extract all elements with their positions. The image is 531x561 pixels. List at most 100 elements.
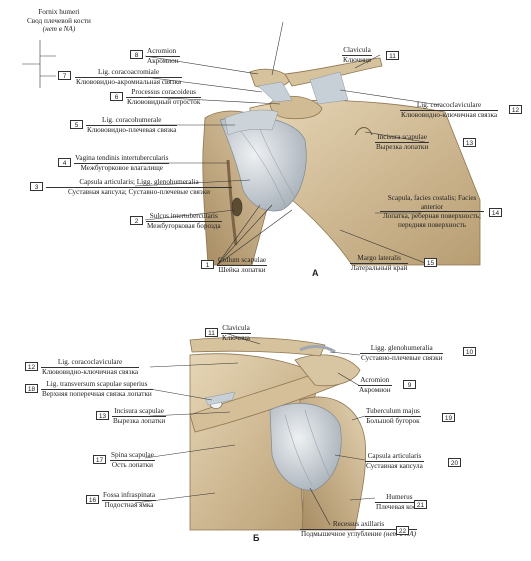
latin-term: Humerus xyxy=(375,493,424,503)
label-acromion-b: Acromion Акромион xyxy=(358,376,392,394)
label-number: 13 xyxy=(463,138,476,147)
coracoacromial-ligament xyxy=(257,81,293,103)
label-number: 15 xyxy=(424,258,437,267)
latin-term: Lig. coracoacromiale xyxy=(75,68,183,78)
label-transverse-ligament: Lig. transversum scapulae superius Верхн… xyxy=(41,380,153,398)
russian-term: Вырезка лопатки xyxy=(376,142,429,151)
latin-term: Sulcus intertubercularis xyxy=(146,212,222,222)
russian-term: Межбугорковая борозда xyxy=(147,221,221,230)
latin-term: Capsula articularis; Ligg. glenohumerali… xyxy=(46,178,232,188)
fornix-latin: Fornix humeri xyxy=(38,8,80,16)
label-coracoacromial-ligament: Lig. coracoacromiale Клювовидно-акромиал… xyxy=(75,68,183,86)
label-clavicle-b: Clavicula Ключица xyxy=(221,324,251,342)
figure-b-art xyxy=(189,337,366,531)
russian-term: Суставная капсула; Суставно-плечевые свя… xyxy=(67,187,211,196)
russian-term: Большой бугорок xyxy=(366,416,420,425)
latin-term: Lig. coracohumerale xyxy=(86,116,178,126)
latin-term: Collum scapulae xyxy=(217,256,268,266)
latin-term: Recessus axillaris xyxy=(300,520,418,530)
latin-term: Lig. coracoclaviculare xyxy=(41,358,140,368)
label-coracoclavicular-ligament-a: Lig. coracoclaviculare Клювовидно-ключич… xyxy=(400,101,499,119)
label-infraspinous-fossa: Fossa infraspinata Подостная ямка xyxy=(102,491,157,509)
label-number: 22 xyxy=(396,526,409,535)
latin-term: Ligg. glenohumeralia xyxy=(360,344,444,354)
transverse-scapular-ligament xyxy=(204,391,236,406)
label-scapular-notch-a: Incisura scapulae Вырезка лопатки xyxy=(375,133,430,151)
joint-capsule-a xyxy=(219,116,307,212)
label-number: 21 xyxy=(414,500,427,509)
russian-term: Лопатка, реберная поверхность; передняя … xyxy=(382,212,482,229)
label-capsule-b: Capsula articularis Суставная капсула xyxy=(365,452,424,470)
label-number: 17 xyxy=(93,455,106,464)
latin-term: Clavicula xyxy=(221,324,251,334)
label-humerus: Humerus Плечевая кость xyxy=(375,493,424,511)
sulcus-opening xyxy=(231,197,243,217)
latin-term: Lig. transversum scapulae superius xyxy=(41,380,153,390)
latin-term: Margo lateralis xyxy=(350,254,409,264)
label-number: 7 xyxy=(58,71,71,80)
label-intertubercular-sulcus: Sulcus intertubercularis Межбугорковая б… xyxy=(146,212,222,230)
label-number: 3 xyxy=(30,182,43,191)
latin-term: Scapula, facies costalis; Facies anterio… xyxy=(380,194,484,213)
label-greater-tubercle: Tuberculum majus Большой бугорок xyxy=(365,407,421,425)
latin-term: Fossa infraspinata xyxy=(102,491,157,501)
russian-term: Акромион xyxy=(359,385,391,394)
russian-term: Клювовидно-плечевая связка xyxy=(87,125,177,134)
latin-term: Incisura scapulae xyxy=(112,407,167,417)
russian-term: Клювовидно-ключичная связка xyxy=(42,367,139,376)
panel-label-a: А xyxy=(312,268,319,278)
leader-lines xyxy=(22,40,441,526)
latin-term: Processus coracoideus xyxy=(126,88,202,98)
label-glenohumeral-ligaments-b: Ligg. glenohumeralia Суставно-плечевые с… xyxy=(360,344,444,362)
label-capsule-a: Capsula articularis; Ligg. glenohumerali… xyxy=(46,178,232,196)
label-number: 8 xyxy=(130,50,143,59)
label-number: 6 xyxy=(110,92,123,101)
coracoclavicular-ligament-a xyxy=(309,71,349,105)
label-number: 12 xyxy=(509,105,522,114)
label-coracohumeral-ligament: Lig. coracohumerale Клювовидно-плечевая … xyxy=(86,116,178,134)
label-number: 2 xyxy=(130,216,143,225)
label-costal-surface: Scapula, facies costalis; Facies anterio… xyxy=(380,194,484,229)
label-number: 1 xyxy=(201,260,214,269)
russian-term: Клювовидно-акромиальная связка xyxy=(76,77,182,86)
label-number: 16 xyxy=(86,495,99,504)
label-acromion-a: Acromion Акромион xyxy=(146,47,180,65)
russian-term: Суставно-плечевые связки xyxy=(361,353,443,362)
russian-term: Ость лопатки xyxy=(111,460,154,469)
russian-term-text: Подмышечное углубление xyxy=(301,529,382,538)
latin-term: Incisura scapulae xyxy=(375,133,430,143)
latin-term: Acromion xyxy=(146,47,180,57)
russian-term: Подостная ямка xyxy=(104,500,154,509)
russian-term: Акромион xyxy=(147,56,179,65)
latin-term: Tuberculum majus xyxy=(365,407,421,417)
label-scapular-neck: Collum scapulae Шейка лопатки xyxy=(217,256,268,274)
label-number: 10 xyxy=(463,347,476,356)
label-number: 9 xyxy=(403,380,416,389)
label-number: 14 xyxy=(489,208,502,217)
latin-term: Clavicula xyxy=(342,46,372,56)
russian-term: Верхняя поперечная связка лопатки xyxy=(42,389,152,398)
latin-term: Acromion xyxy=(358,376,392,386)
russian-term: Вырезка лопатки xyxy=(113,416,166,425)
label-number: 11 xyxy=(386,51,399,60)
russian-term: Шейка лопатки xyxy=(218,265,266,274)
russian-term: Суставная капсула xyxy=(366,461,423,470)
latin-term: Vagina tendinis intertubercularis xyxy=(74,154,170,164)
russian-term: Клювовидно-ключичная связка xyxy=(401,110,498,119)
label-number: 12 xyxy=(25,362,38,371)
label-number: 11 xyxy=(205,328,218,337)
intertubercular-sulcus xyxy=(226,159,238,246)
label-number: 13 xyxy=(96,411,109,420)
label-scapular-notch-b: Incisura scapulae Вырезка лопатки xyxy=(112,407,167,425)
russian-term: Клювовидный отросток xyxy=(127,97,201,106)
russian-term: Ключица xyxy=(343,55,371,64)
panel-label-b: Б xyxy=(253,533,260,543)
label-number: 5 xyxy=(70,120,83,129)
label-lateral-border: Margo lateralis Латеральный край xyxy=(350,254,409,272)
latin-term: Spina scapulae xyxy=(110,451,155,461)
label-clavicle-a: Clavicula Ключица xyxy=(342,46,372,64)
coracohumeral-ligament xyxy=(224,109,279,136)
label-coracoclavicular-ligament-b: Lig. coracoclaviculare Клювовидно-ключич… xyxy=(41,358,140,376)
